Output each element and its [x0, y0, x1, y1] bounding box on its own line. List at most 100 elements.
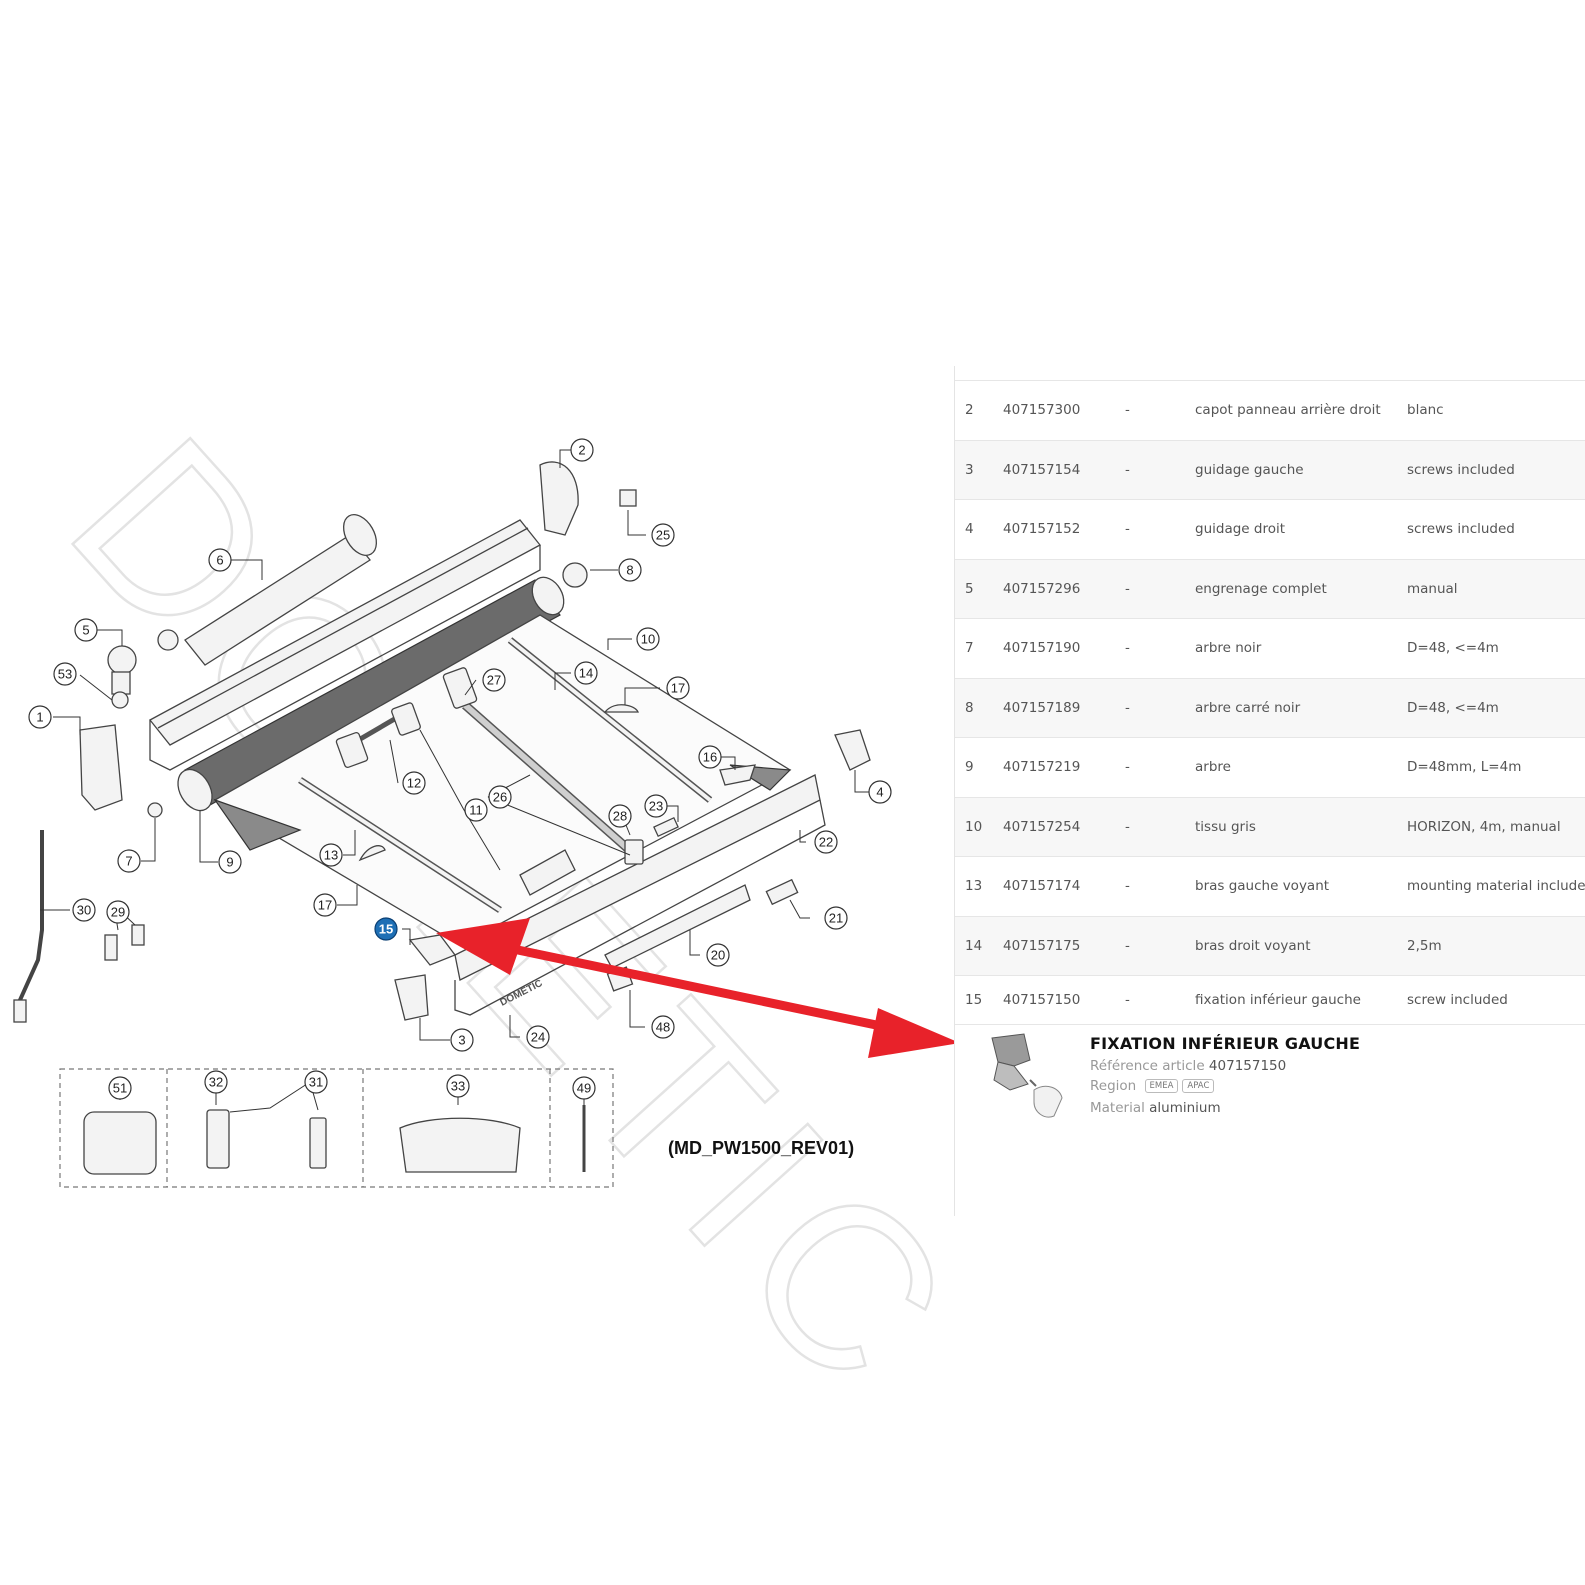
callout-14[interactable]: 14	[574, 661, 598, 685]
part-note: 2,5m	[1407, 937, 1442, 954]
callout-48[interactable]: 48	[651, 1015, 675, 1039]
table-row[interactable]: 13 407157174 - bras gauche voyant mounti…	[955, 857, 1585, 917]
table-row[interactable]: 4 407157152 - guidage droit screws inclu…	[955, 500, 1585, 560]
callout-32[interactable]: 32	[204, 1070, 228, 1094]
callout-53[interactable]: 53	[53, 662, 77, 686]
table-row[interactable]: 3 407157154 - guidage gauche screws incl…	[955, 440, 1585, 500]
callout-13[interactable]: 13	[319, 843, 343, 867]
svg-text:4: 4	[876, 785, 883, 800]
svg-text:31: 31	[309, 1075, 323, 1090]
table-row[interactable]: 7 407157190 - arbre noir D=48, <=4m	[955, 619, 1585, 679]
callout-21[interactable]: 21	[824, 906, 848, 930]
callout-25[interactable]: 25	[651, 523, 675, 547]
table-row-selected[interactable]: 15 407157150 - fixation inférieur gauche…	[955, 976, 1585, 1025]
svg-text:9: 9	[226, 855, 233, 870]
reference-label: Référence article	[1090, 1058, 1205, 1074]
part-note: manual	[1407, 580, 1458, 597]
part-description: arbre carré noir	[1195, 699, 1301, 716]
table-row[interactable]: 14 407157175 - bras droit voyant 2,5m	[955, 916, 1585, 976]
part-thumbnail[interactable]	[984, 1032, 1074, 1122]
part-number: 7	[965, 640, 974, 657]
callout-29[interactable]: 29	[106, 900, 130, 924]
part-description: guidage droit	[1195, 521, 1286, 538]
callout-1[interactable]: 1	[28, 705, 52, 729]
table-row[interactable]: 9 407157219 - arbre D=48mm, L=4m	[955, 738, 1585, 798]
callout-23[interactable]: 23	[644, 794, 668, 818]
callout-11[interactable]: 11	[464, 798, 488, 822]
svg-text:16: 16	[703, 750, 717, 765]
callout-4[interactable]: 4	[868, 780, 892, 804]
svg-text:1: 1	[36, 710, 43, 725]
svg-text:2: 2	[578, 443, 585, 458]
callout-9[interactable]: 9	[218, 850, 242, 874]
callout-22[interactable]: 22	[814, 830, 838, 854]
callout-5[interactable]: 5	[74, 618, 98, 642]
callout-17-lower[interactable]: 17	[313, 893, 337, 917]
parts-list-panel: 2 407157300 - capot panneau arrière droi…	[954, 366, 1585, 1216]
part-number: 8	[965, 699, 974, 716]
callout-24[interactable]: 24	[526, 1025, 550, 1049]
part-quantity: -	[1125, 818, 1130, 835]
part-description: capot panneau arrière droit	[1195, 402, 1381, 419]
svg-text:23: 23	[649, 799, 663, 814]
part-number: 9	[965, 759, 974, 776]
part-reference: 407157154	[1003, 461, 1081, 478]
part-note: screw included	[1407, 992, 1508, 1008]
part-note: screws included	[1407, 521, 1515, 538]
part-reference: 407157189	[1003, 699, 1081, 716]
callout-labels: 1 2 3 4 5 6 7 8 9 10 11 12 13 14 15 16 1…	[28, 438, 892, 1100]
callout-33[interactable]: 33	[446, 1074, 470, 1098]
svg-text:29: 29	[111, 905, 125, 920]
callout-17-upper[interactable]: 17	[666, 676, 690, 700]
callout-49[interactable]: 49	[572, 1076, 596, 1100]
part-note: mounting material included	[1407, 878, 1585, 895]
callout-2[interactable]: 2	[570, 438, 594, 462]
table-row[interactable]: 8 407157189 - arbre carré noir D=48, <=4…	[955, 678, 1585, 738]
callout-8[interactable]: 8	[618, 558, 642, 582]
part-quantity: -	[1125, 699, 1130, 716]
callout-20[interactable]: 20	[706, 943, 730, 967]
callout-12[interactable]: 12	[402, 771, 426, 795]
part-note: D=48mm, L=4m	[1407, 759, 1522, 776]
table-row[interactable]: 2 407157300 - capot panneau arrière droi…	[955, 381, 1585, 441]
callout-3[interactable]: 3	[450, 1028, 474, 1052]
region-badge-emea: EMEA	[1144, 1079, 1179, 1093]
part-quantity: -	[1125, 521, 1130, 538]
part-note: D=48, <=4m	[1407, 699, 1499, 716]
callout-10[interactable]: 10	[636, 627, 660, 651]
part-quantity: -	[1125, 937, 1130, 954]
callout-26[interactable]: 26	[488, 785, 512, 809]
callout-51[interactable]: 51	[108, 1076, 132, 1100]
part-description: arbre	[1195, 759, 1231, 776]
table-row[interactable]: 10 407157254 - tissu gris HORIZON, 4m, m…	[955, 797, 1585, 857]
table-row[interactable]: 5 407157296 - engrenage complet manual	[955, 559, 1585, 619]
svg-text:53: 53	[58, 667, 72, 682]
part-reference: 407157190	[1003, 640, 1081, 657]
callout-16[interactable]: 16	[698, 745, 722, 769]
region-badge-apac: APAC	[1182, 1079, 1215, 1093]
svg-text:22: 22	[819, 835, 833, 850]
svg-text:49: 49	[577, 1081, 591, 1096]
callout-7[interactable]: 7	[117, 849, 141, 873]
part-quantity: -	[1125, 461, 1130, 478]
part-reference: 407157296	[1003, 580, 1081, 597]
svg-text:17: 17	[318, 898, 332, 913]
part-number: 10	[965, 818, 983, 835]
reference-value: 407157150	[1208, 1058, 1287, 1074]
part-quantity: -	[1125, 402, 1130, 419]
part-quantity: -	[1125, 759, 1130, 776]
svg-text:20: 20	[711, 948, 725, 963]
callout-27[interactable]: 27	[482, 668, 506, 692]
part-detail-title: FIXATION INFÉRIEUR GAUCHE	[1090, 1034, 1361, 1053]
callout-6[interactable]: 6	[208, 548, 232, 572]
callout-28[interactable]: 28	[608, 804, 632, 828]
part-description: engrenage complet	[1195, 580, 1327, 597]
svg-text:27: 27	[487, 673, 501, 688]
svg-text:17: 17	[671, 681, 685, 696]
part-number: 13	[965, 878, 983, 895]
callout-15-selected[interactable]: 15	[374, 917, 398, 941]
svg-text:12: 12	[407, 776, 421, 791]
callout-30[interactable]: 30	[72, 898, 96, 922]
callout-31[interactable]: 31	[304, 1070, 328, 1094]
svg-text:10: 10	[641, 632, 655, 647]
